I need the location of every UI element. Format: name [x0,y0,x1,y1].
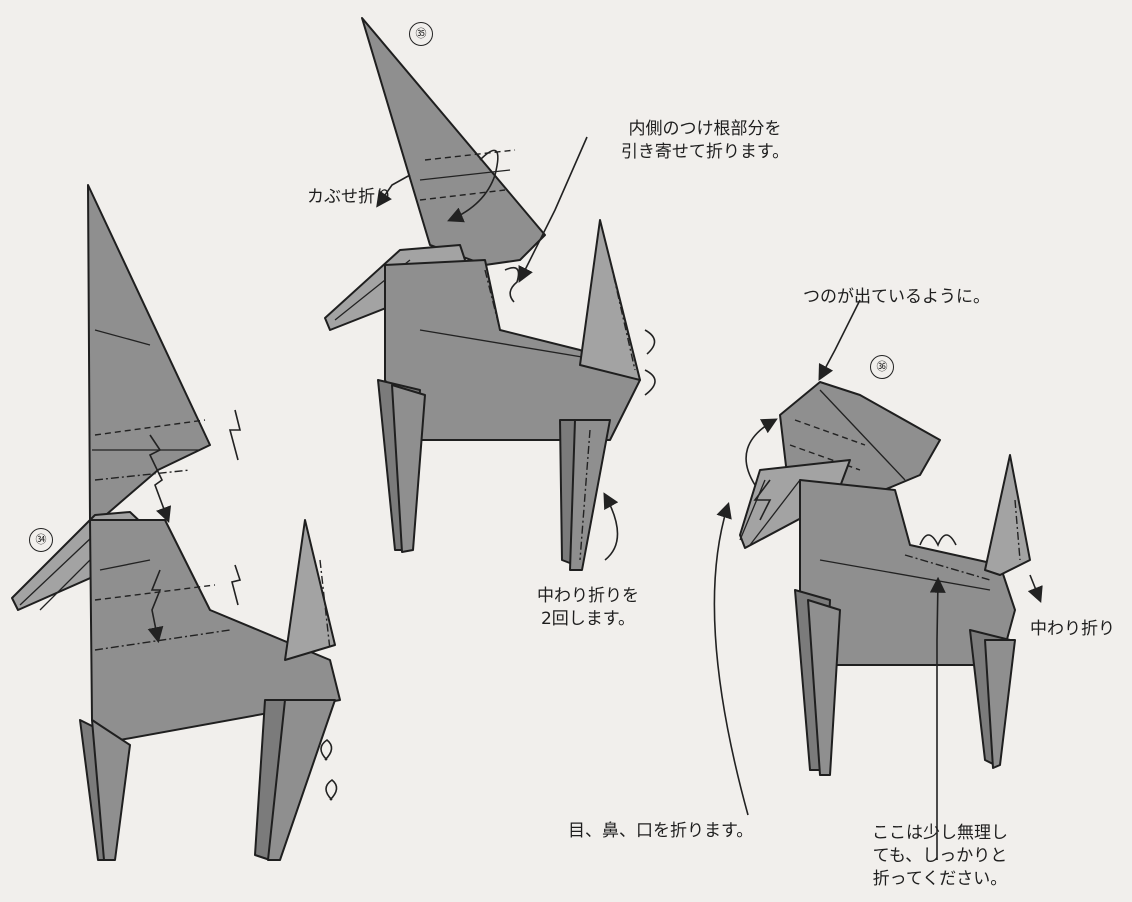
label-force-line1: ここは少し無理し [872,823,1008,843]
figure-step-36 [713,299,1043,860]
step-number-36: ㊱ [870,355,894,379]
label-inside-reverse-twice: 中わり折りを 2回します。 [523,585,653,631]
figure-step-35 [324,17,656,571]
label-force-fold: ここは少し無理し ても、しっかりと 折ってください。 [850,822,1030,891]
label-pull-base-line1: 内側のつけ根部分を [628,119,782,139]
step-number-35: ㉟ [409,22,433,46]
label-eyes-nose-mouth: 目、鼻、口を折ります。 [568,821,754,841]
step-number-34: ㉞ [29,528,53,552]
label-inside-twice-line1: 中わり折りを [537,586,639,606]
label-kabuse-fold: カぶせ折り [307,187,392,207]
label-force-line3: 折ってください。 [872,869,1008,889]
label-inside-reverse-fold: 中わり折り [1030,619,1115,639]
label-horn-note: つのが出ているように。 [803,287,990,307]
label-pull-base: 内側のつけ根部分を 引き寄せて折ります。 [575,118,835,164]
label-force-line2: ても、しっかりと [872,846,1008,866]
label-inside-twice-line2: 2回します。 [540,609,636,629]
figure-step-34 [11,184,341,861]
label-pull-base-line2: 引き寄せて折ります。 [620,142,790,162]
